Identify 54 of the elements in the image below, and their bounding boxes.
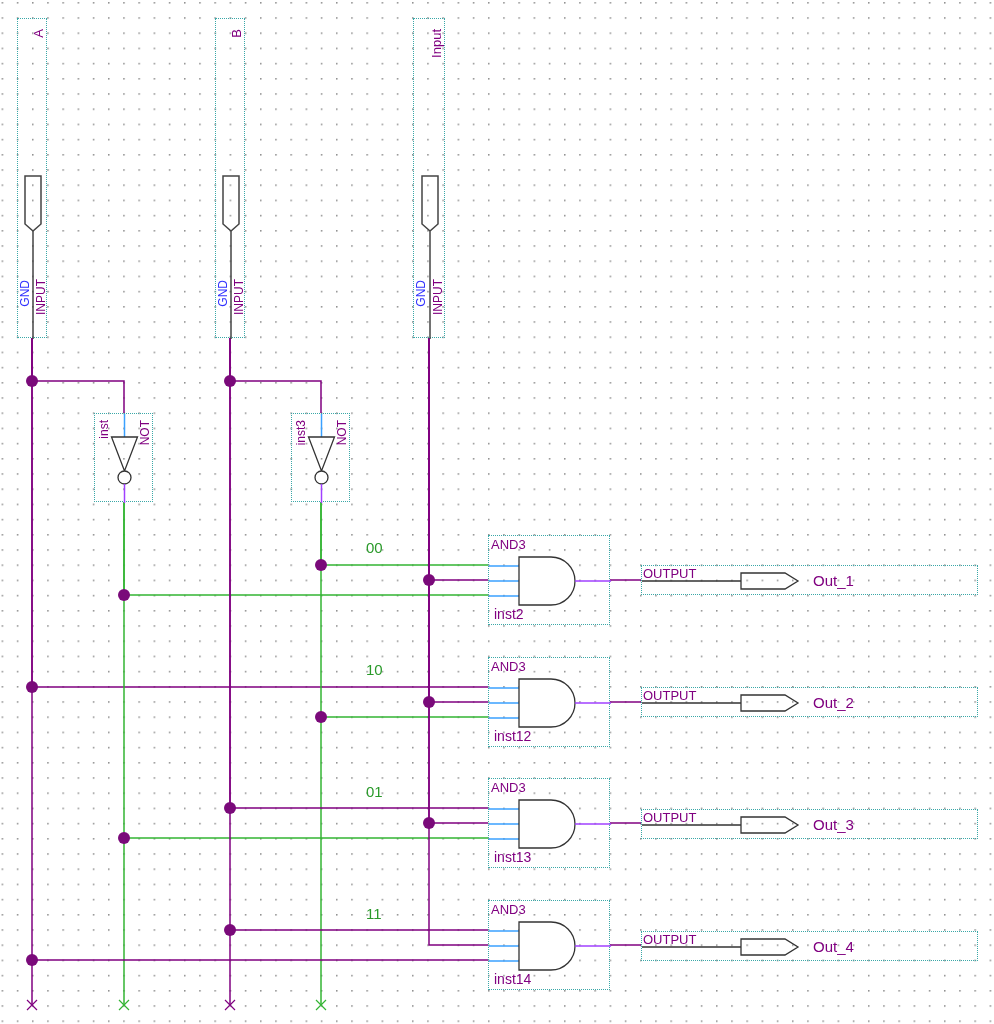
gate-type-label: AND3 bbox=[491, 660, 526, 673]
instance-name: inst2 bbox=[494, 607, 524, 621]
and-gate bbox=[488, 778, 610, 868]
port-label: INPUT bbox=[35, 279, 47, 315]
port-label: OUTPUT bbox=[643, 567, 697, 580]
not-gate bbox=[94, 413, 153, 502]
input-pin bbox=[413, 18, 445, 338]
wire bbox=[609, 822, 642, 824]
gate-type-label: NOT bbox=[336, 420, 348, 446]
and-gate bbox=[488, 900, 610, 990]
input-pin bbox=[17, 18, 47, 338]
port-label: OUTPUT bbox=[643, 811, 697, 824]
instance-name: inst3 bbox=[295, 420, 307, 446]
output-pin bbox=[641, 565, 978, 595]
port-label: INPUT bbox=[432, 279, 444, 315]
port-label: GND bbox=[415, 280, 427, 307]
port-label: INPUT bbox=[233, 279, 245, 315]
gate-type-label: AND3 bbox=[491, 781, 526, 794]
signal-label: 11 bbox=[366, 906, 382, 921]
gate-type-label: AND3 bbox=[491, 903, 526, 916]
wire bbox=[31, 337, 489, 961]
port-label: OUTPUT bbox=[643, 689, 697, 702]
pin-name: A bbox=[32, 29, 45, 38]
instance-name: inst12 bbox=[494, 729, 532, 743]
instance-name: inst14 bbox=[494, 972, 532, 986]
and-gate bbox=[488, 535, 610, 625]
gate-type-label: NOT bbox=[139, 420, 151, 446]
output-pin bbox=[641, 931, 978, 961]
output-pin bbox=[641, 809, 978, 839]
pin-name: Out_4 bbox=[813, 939, 854, 954]
pin-name: Out_2 bbox=[813, 695, 854, 710]
wire bbox=[609, 579, 642, 581]
and-gate bbox=[488, 657, 610, 747]
output-pin bbox=[641, 687, 978, 717]
signal-label: 10 bbox=[366, 662, 383, 677]
not-gate bbox=[291, 413, 350, 502]
port-label: GND bbox=[217, 280, 229, 307]
pin-name: B bbox=[230, 29, 243, 38]
gate-type-label: AND3 bbox=[491, 538, 526, 551]
signal-label: 01 bbox=[366, 784, 383, 799]
signal-label: 00 bbox=[366, 540, 383, 555]
wire bbox=[123, 501, 489, 839]
input-pin bbox=[215, 18, 245, 338]
instance-name: inst13 bbox=[494, 850, 532, 864]
instance-name: inst bbox=[98, 420, 110, 439]
pin-name: Out_3 bbox=[813, 817, 854, 832]
wire bbox=[229, 337, 489, 931]
wire bbox=[609, 944, 642, 946]
wire bbox=[609, 701, 642, 703]
wire bbox=[320, 501, 489, 718]
pin-name: Input bbox=[430, 29, 443, 58]
pin-name: Out_1 bbox=[813, 573, 854, 588]
port-label: OUTPUT bbox=[643, 933, 697, 946]
port-label: GND bbox=[19, 280, 31, 307]
